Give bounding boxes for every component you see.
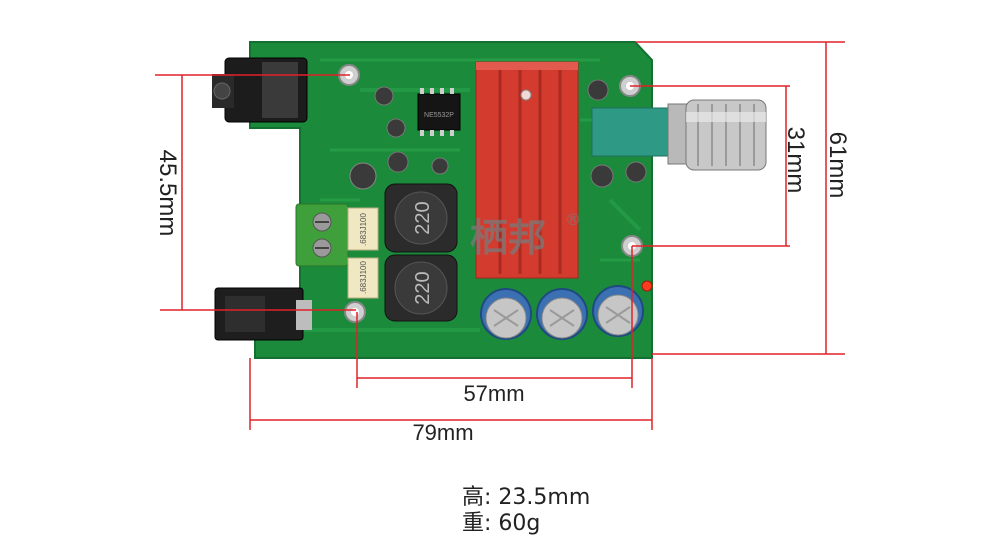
film-capacitor-bottom: .683J100: [347, 257, 379, 299]
spec-weight-value: 60g: [498, 511, 541, 536]
inductor-bottom: 220: [384, 254, 458, 322]
inductor-bottom-marking: 220: [412, 271, 434, 304]
inductor-top: 220: [384, 183, 458, 253]
heatsink: [475, 61, 579, 279]
dimension-label-61mm: 61mm: [824, 132, 851, 199]
dimension-label-79mm: 79mm: [412, 420, 473, 445]
small-capacitors: [349, 79, 647, 190]
big-capacitor-2: [536, 288, 588, 340]
film-capacitor-top: .683J100: [347, 207, 379, 251]
big-capacitor-1: [480, 288, 532, 340]
inductor-top-marking: 220: [412, 201, 434, 234]
op-amp-chip: NE5532P: [417, 88, 461, 136]
registered-mark-icon: ®: [565, 210, 581, 229]
big-capacitor-3: [592, 285, 644, 337]
volume-potentiometer: [591, 99, 767, 171]
mounting-hole-bottom-left: [344, 301, 366, 323]
dc-power-jack: [214, 287, 312, 341]
brand-watermark: 栖邦: [470, 216, 546, 260]
spec-height-value: 23.5mm: [498, 485, 591, 510]
spec-height: 高: 23.5mm: [462, 479, 590, 511]
film-capacitor-top-marking: .683J100: [359, 213, 368, 246]
audio-jack: [212, 57, 308, 123]
film-capacitor-bottom-marking: .683J100: [359, 261, 368, 294]
dimension-lines: [155, 41, 845, 430]
dimension-label-45-5mm: 45.5mm: [154, 150, 181, 237]
spec-weight-label: 重:: [462, 511, 492, 536]
dimension-label-31mm: 31mm: [782, 127, 809, 194]
screw-terminal: [295, 203, 349, 267]
spec-height-label: 高:: [462, 485, 492, 510]
power-led: [641, 280, 653, 292]
dimension-label-57mm: 57mm: [463, 381, 524, 406]
op-amp-chip-marking: NE5532P: [424, 112, 454, 119]
spec-weight: 重: 60g: [462, 505, 540, 537]
